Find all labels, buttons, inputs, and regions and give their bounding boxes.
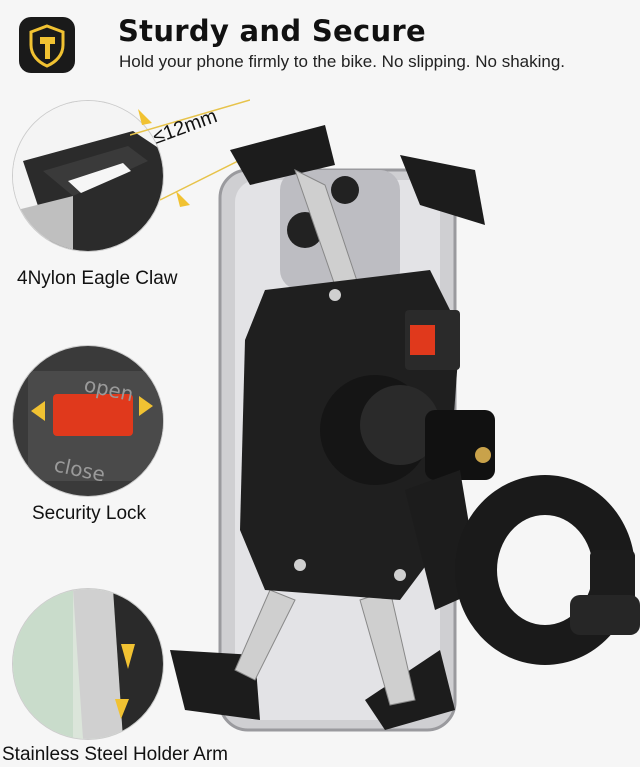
phone-mount-product-image — [170, 125, 640, 732]
feature-label-holder-arm: Stainless Steel Holder Arm — [2, 744, 228, 765]
security-lock-closeup: open close — [12, 345, 164, 497]
page-subtitle: Hold your phone firmly to the bike. No s… — [119, 52, 566, 71]
shield-hammer-icon — [19, 17, 75, 73]
holder-arm-closeup — [12, 588, 164, 740]
feature-label-security-lock: Security Lock — [32, 503, 147, 524]
header: Sturdy and Secure Hold your phone firmly… — [0, 0, 640, 90]
measurement-arrows — [130, 99, 250, 207]
page-title: Sturdy and Secure — [118, 14, 426, 48]
feature-label-eagle-claw: 4Nylon Eagle Claw — [17, 268, 178, 289]
